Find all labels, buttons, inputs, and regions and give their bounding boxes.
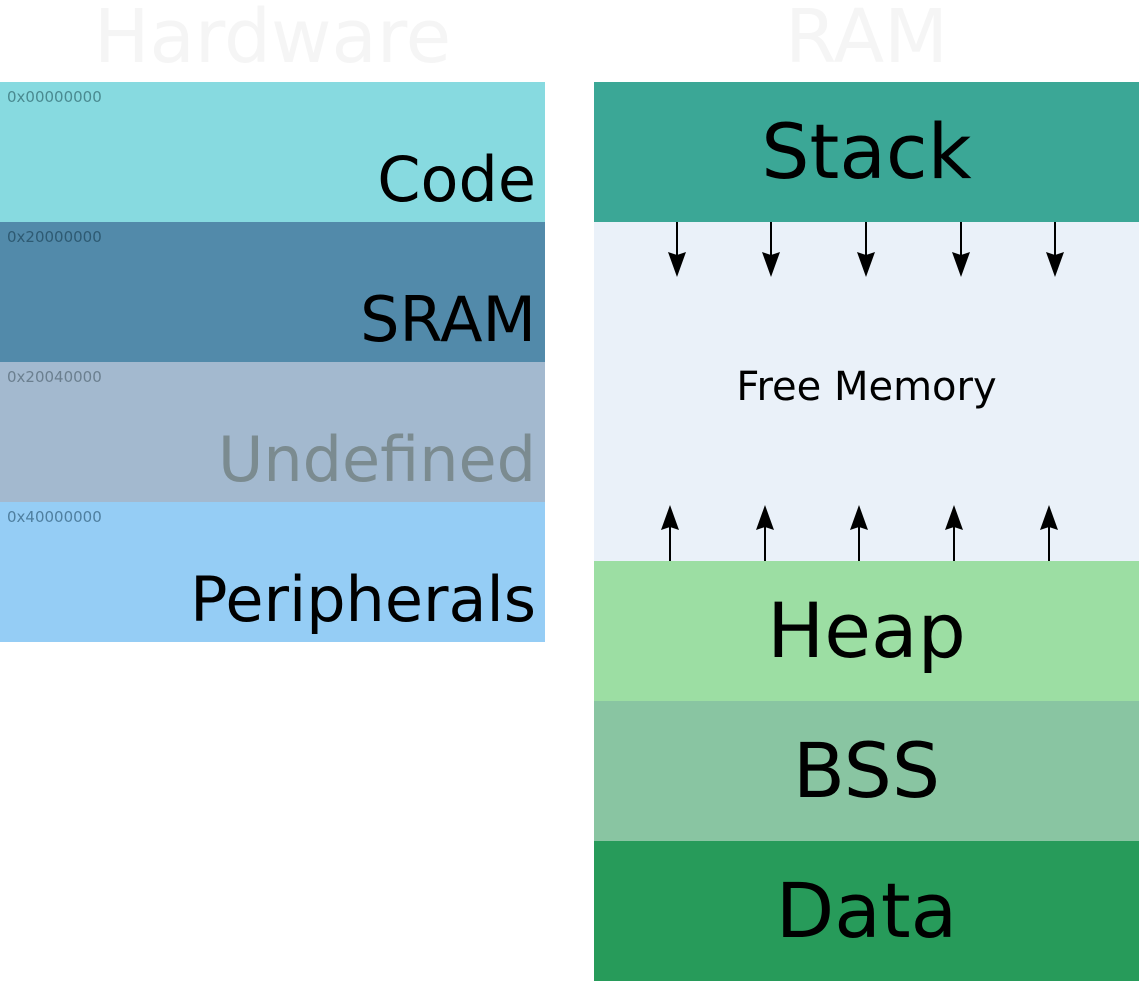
- hardware-title: Hardware: [93, 0, 452, 80]
- region-address: 0x20000000: [7, 228, 102, 246]
- arrow-up-icon: [945, 505, 963, 561]
- ram-heap: Heap: [594, 561, 1139, 701]
- stack-label: Stack: [761, 107, 972, 196]
- heap-label: Heap: [767, 586, 966, 675]
- region-address: 0x20040000: [7, 368, 102, 386]
- arrow-up-icon: [756, 505, 774, 561]
- ram-bss: BSS: [594, 701, 1139, 841]
- arrow-down-icon: [762, 222, 780, 277]
- ram-free-memory: Free Memory: [594, 222, 1139, 561]
- region-address: 0x00000000: [7, 88, 102, 106]
- arrow-up-icon: [850, 505, 868, 561]
- region-label: Peripherals: [190, 563, 536, 636]
- ram-stack: Stack: [594, 82, 1139, 222]
- arrow-up-icon: [661, 505, 679, 561]
- region-address: 0x40000000: [7, 508, 102, 526]
- bss-label: BSS: [792, 726, 941, 815]
- arrow-down-icon: [668, 222, 686, 277]
- arrow-down-icon: [952, 222, 970, 277]
- free-memory-label: Free Memory: [736, 364, 997, 410]
- arrow-down-icon: [857, 222, 875, 277]
- region-label: SRAM: [360, 283, 536, 356]
- arrow-down-icon: [1046, 222, 1064, 277]
- ram-data: Data: [594, 841, 1139, 981]
- data-label: Data: [775, 866, 958, 955]
- ram-title: RAM: [785, 0, 948, 80]
- region-label: Code: [377, 143, 536, 216]
- arrow-up-icon: [1040, 505, 1058, 561]
- region-label: Undefined: [217, 423, 536, 496]
